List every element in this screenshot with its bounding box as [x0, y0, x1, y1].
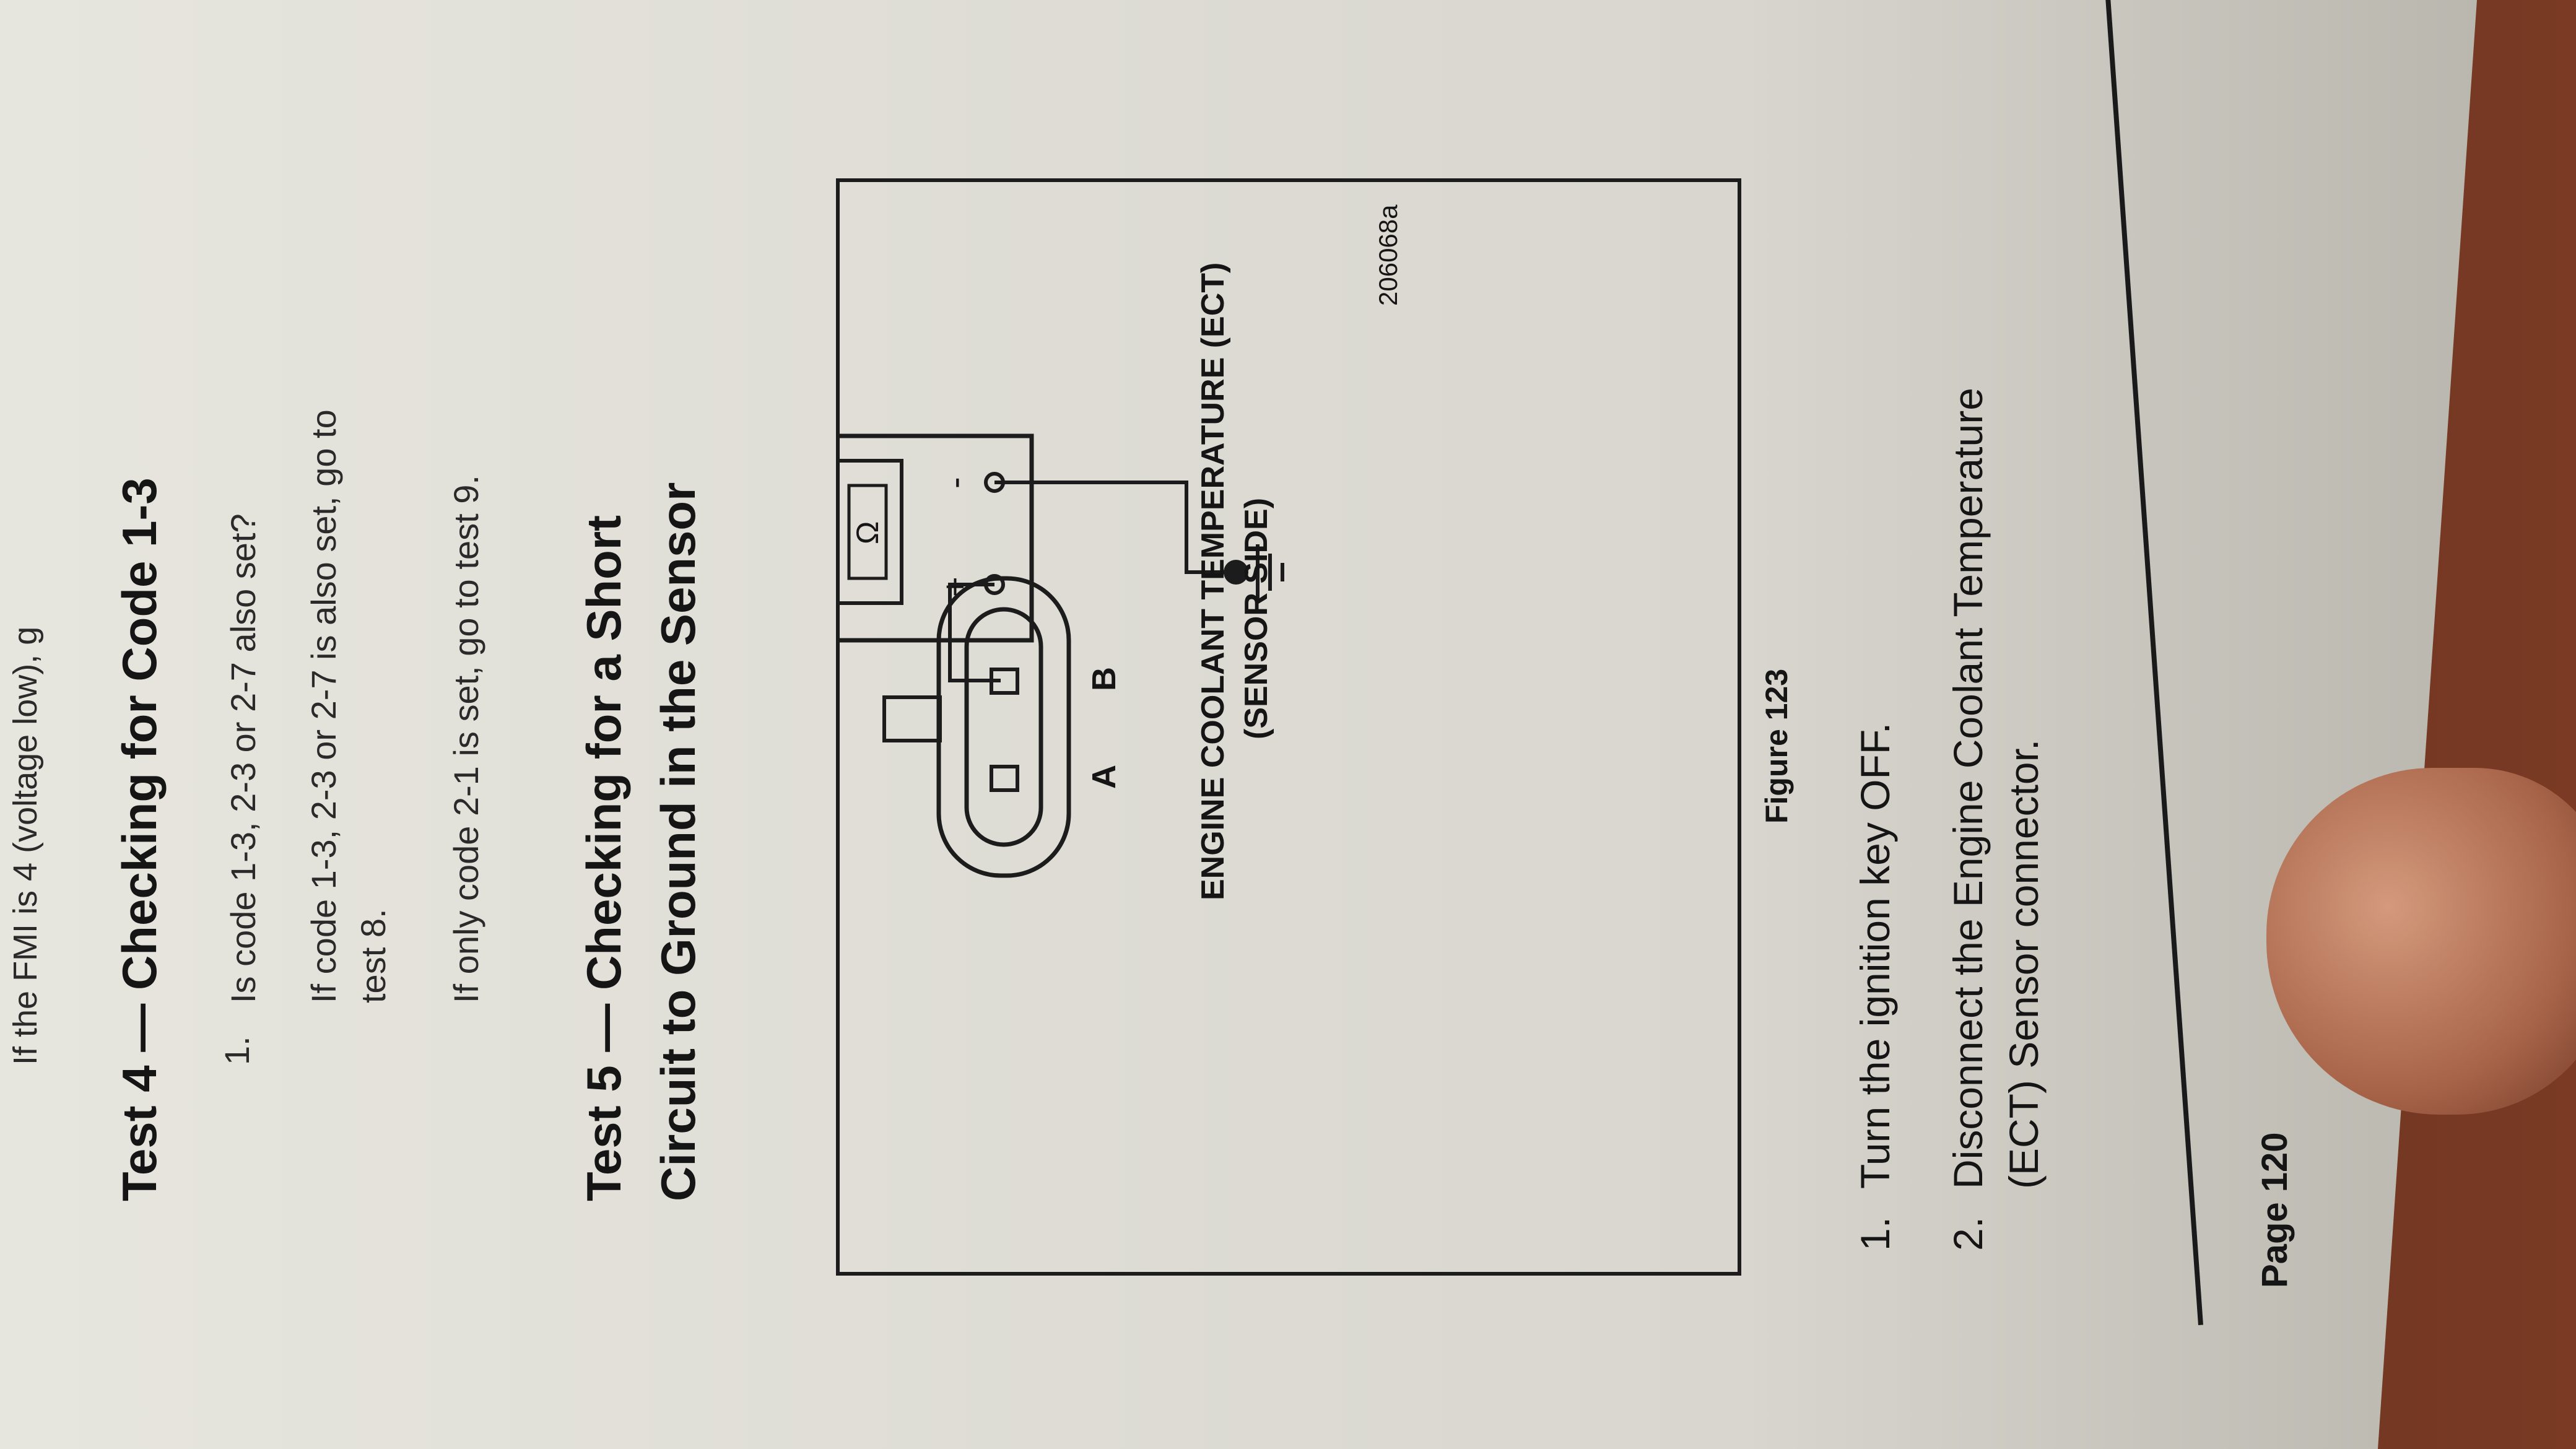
connector-outline [936, 576, 1071, 878]
step-1-text: Turn the ignition key OFF. [1852, 722, 1898, 1189]
footer-rule [2105, 0, 2203, 1325]
connector-inner [964, 607, 1043, 847]
ect-diagram: A B Ω + - ENGINE COOLANT TEMPERATURE (EC… [812, 204, 1403, 900]
test4-q1-text: Is code 1-3, 2-3 or 2-7 also set? [224, 513, 263, 1003]
test4-q1-num: 1. [217, 1036, 256, 1065]
meter-display-inner [847, 484, 888, 580]
step-1-num: 1. [1852, 1216, 1898, 1251]
meter-minus-label: - [935, 477, 974, 489]
step-2-line1: Disconnect the Engine Coolant Temperatur… [1945, 388, 1991, 1189]
step-2-num: 2. [1945, 1216, 1991, 1251]
ground-dot [1224, 560, 1248, 585]
meter-plus-label: + [935, 577, 974, 597]
thumb [2266, 768, 2576, 1115]
cut-off-text: If the FMI is 4 (voltage low), g [7, 626, 44, 1065]
figure-code: 206068a [1373, 204, 1403, 306]
test4-answer1-line2: test 8. [354, 908, 393, 1003]
manual-page [0, 0, 2477, 1449]
test4-answer2: If only code 2-1 is set, go to test 9. [446, 475, 485, 1003]
figure-box: A B Ω + - ENGINE COOLANT TEMPERATURE (EC… [812, 178, 1741, 1276]
test5-heading-line2: Circuit to Ground in the Sensor [651, 482, 705, 1201]
figure-caption: Figure 123 [1759, 668, 1794, 824]
test4-heading: Test 4 — Checking for Code 1-3 [112, 477, 167, 1201]
ect-label-line1: ENGINE COOLANT TEMPERATURE (ECT) [1195, 263, 1231, 900]
pin-a-terminal [990, 765, 1019, 792]
page-number: Page 120 [2255, 1132, 2295, 1288]
test4-answer1-line1: If code 1-3, 2-3 or 2-7 is also set, go … [304, 409, 343, 1003]
lead-to-pin-b [948, 583, 1001, 682]
lead-to-ground [994, 481, 1236, 574]
ect-label-line2: (SENSOR SIDE) [1238, 498, 1274, 739]
pin-b-label: B [1086, 667, 1123, 691]
step-2-line2: (ECT) Sensor connector. [2001, 739, 2047, 1189]
pin-a-label: A [1086, 765, 1123, 789]
connector-latch [882, 695, 942, 742]
ohm-symbol: Ω [850, 521, 885, 544]
test5-heading-line1: Test 5 — Checking for a Short [577, 515, 631, 1201]
